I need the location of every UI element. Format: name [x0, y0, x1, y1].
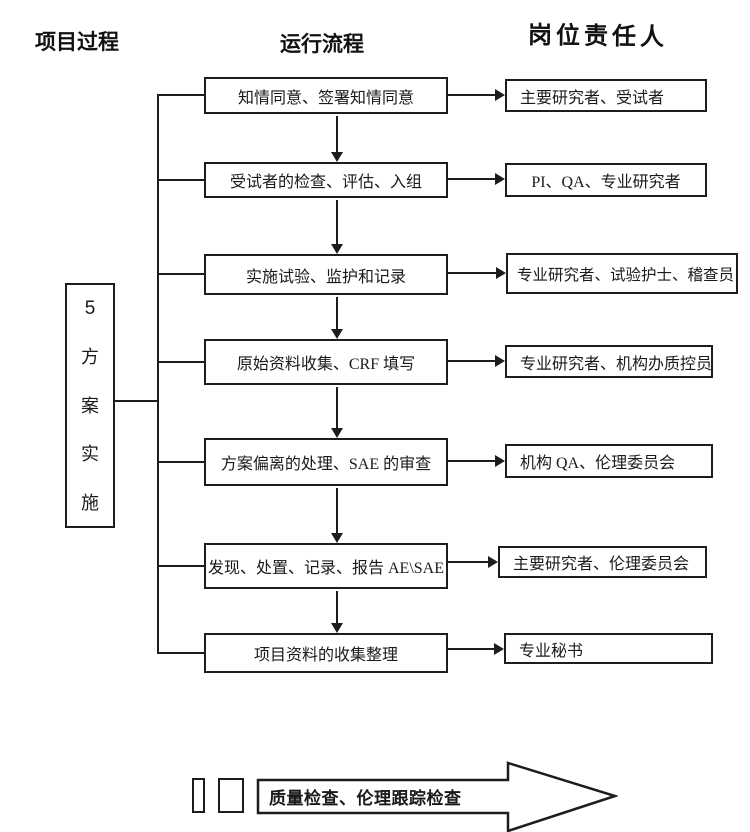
process-step-box: 知情同意、签署知情同意: [204, 77, 448, 114]
phase-char: 方: [81, 346, 99, 367]
phase-number: 5: [84, 298, 96, 319]
right-arrow-icon: [448, 267, 506, 279]
process-step-box: 实施试验、监护和记录: [204, 254, 448, 295]
process-step-label: 知情同意、签署知情同意: [237, 89, 414, 107]
process-step-label: 项目资料的收集整理: [253, 647, 398, 664]
down-arrow-icon: [331, 488, 343, 543]
phase-box: 5 方 案 实 施: [65, 283, 115, 528]
banner-small-rect: [218, 778, 244, 813]
branch-line: [157, 179, 204, 181]
process-step-box: 项目资料的收集整理: [204, 633, 448, 673]
down-arrow-icon: [331, 200, 343, 254]
right-arrow-icon: [448, 556, 498, 568]
process-step-label: 原始资料收集、CRF 填写: [236, 356, 416, 373]
responsible-label: 主要研究者、伦理委员会: [513, 556, 690, 573]
quality-check-banner-label: 质量检查、伦理跟踪检查: [269, 788, 462, 808]
down-arrow-icon: [331, 116, 343, 162]
responsible-label: 专业研究者、机构办质控员: [520, 355, 713, 373]
right-arrow-icon: [448, 89, 505, 101]
branch-line: [157, 652, 204, 654]
column-header-project-process: 项目过程: [35, 31, 119, 54]
responsible-label: PI、QA、专业研究者: [531, 174, 681, 191]
responsible-box: 专业研究者、机构办质控员: [505, 345, 713, 378]
phase-char: 施: [81, 493, 99, 513]
process-step-box: 发现、处置、记录、报告 AE\SAE: [204, 543, 448, 589]
responsible-box: 专业研究者、试验护士、稽查员: [506, 253, 738, 294]
branch-line: [157, 94, 204, 96]
responsible-label: 专业研究者、试验护士、稽查员: [517, 266, 735, 284]
phase-connector-line: [115, 400, 157, 402]
column-header-operation-flow: 运行流程: [280, 33, 364, 56]
process-step-label: 受试者的检查、评估、入组: [229, 174, 422, 191]
phase-char: 案: [81, 395, 99, 416]
down-arrow-icon: [331, 591, 343, 633]
quality-check-banner-arrow-icon: [256, 761, 618, 832]
right-arrow-icon: [448, 455, 505, 467]
responsible-box: 主要研究者、伦理委员会: [498, 546, 707, 578]
trunk-line: [157, 94, 159, 654]
banner-small-rect: [192, 778, 205, 813]
right-arrow-icon: [448, 643, 504, 655]
process-step-box: 原始资料收集、CRF 填写: [204, 339, 448, 385]
process-step-box: 方案偏离的处理、SAE 的审查: [204, 438, 448, 486]
right-arrow-icon: [448, 173, 505, 185]
process-step-label: 发现、处置、记录、报告 AE\SAE: [207, 560, 444, 577]
down-arrow-icon: [331, 297, 343, 339]
responsible-label: 主要研究者、受试者: [520, 89, 665, 107]
phase-char: 实: [81, 444, 99, 465]
column-header-responsible-person: 岗位责任人: [527, 22, 669, 51]
branch-line: [157, 565, 204, 567]
responsible-box: 机构 QA、伦理委员会: [505, 444, 713, 478]
responsible-label: 机构 QA、伦理委员会: [520, 455, 676, 472]
process-step-label: 实施试验、监护和记录: [245, 268, 406, 286]
responsible-box: 专业秘书: [504, 633, 713, 664]
responsible-box: PI、QA、专业研究者: [505, 163, 707, 197]
branch-line: [157, 361, 204, 363]
responsible-label: 专业秘书: [519, 642, 584, 660]
down-arrow-icon: [331, 387, 343, 438]
branch-line: [157, 273, 204, 275]
responsible-box: 主要研究者、受试者: [505, 79, 707, 112]
branch-line: [157, 461, 204, 463]
right-arrow-icon: [448, 355, 505, 367]
process-step-label: 方案偏离的处理、SAE 的审查: [220, 456, 432, 473]
process-step-box: 受试者的检查、评估、入组: [204, 162, 448, 198]
